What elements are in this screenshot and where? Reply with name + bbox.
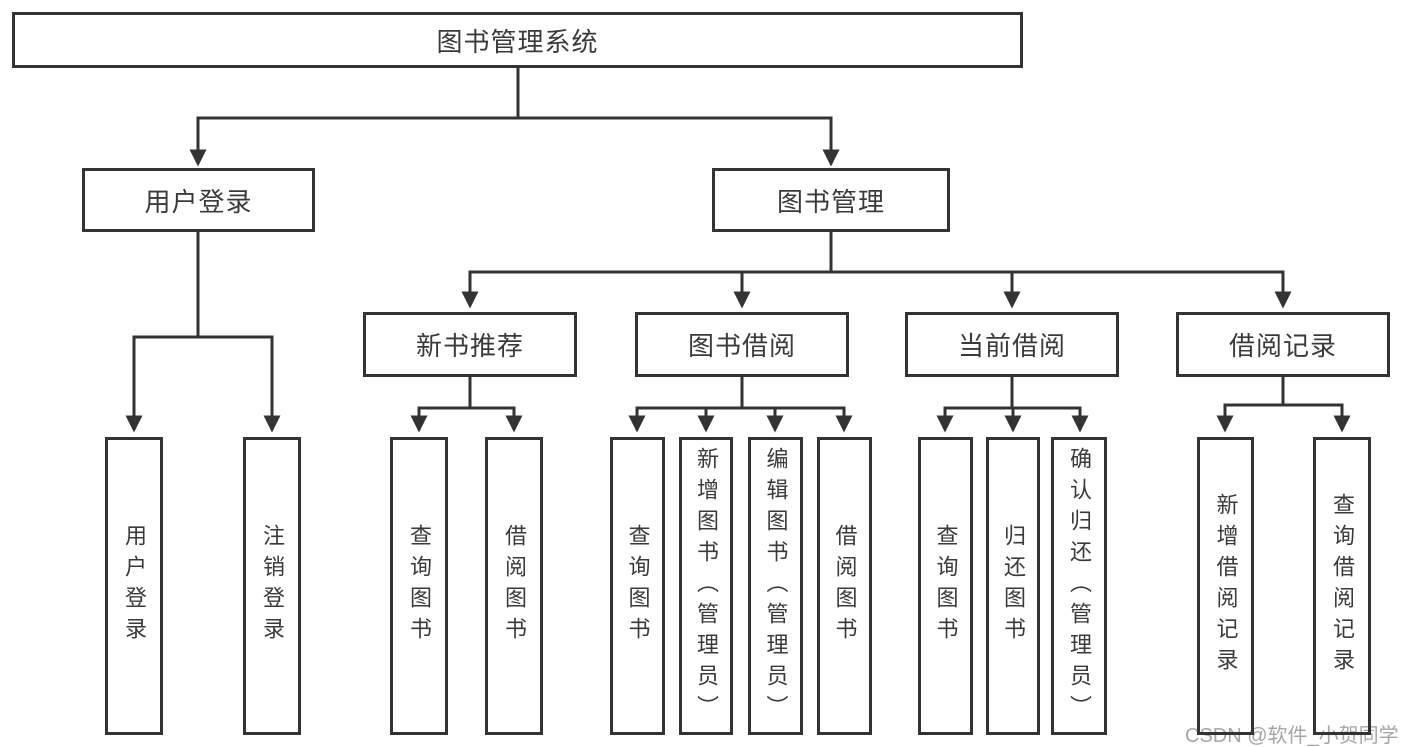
- leaf-borrow-edit-book-admin: 编辑图书（管理员）: [748, 437, 803, 735]
- leaf-borrow-borrow-book: 借阅图书: [817, 437, 872, 735]
- leaf-records-add-record: 新增借阅记录: [1197, 437, 1254, 735]
- leaf-recommend-query-book: 查询图书: [390, 437, 448, 735]
- csdn-watermark: CSDN @软件_小贺同学: [1185, 725, 1399, 747]
- leaf-current-query-book: 查询图书: [918, 437, 973, 735]
- leaf-borrow-query-book: 查询图书: [610, 437, 665, 735]
- node-new-book-recommend: 新书推荐: [363, 312, 577, 377]
- leaf-records-query-record: 查询借阅记录: [1313, 437, 1371, 735]
- leaf-user-login: 用户登录: [105, 437, 163, 735]
- node-borrow-records: 借阅记录: [1176, 312, 1390, 377]
- node-current-borrow: 当前借阅: [905, 312, 1119, 377]
- leaf-borrow-add-book-admin: 新增图书（管理员）: [679, 437, 733, 735]
- node-root-library-system: 图书管理系统: [12, 12, 1023, 68]
- node-book-borrow: 图书借阅: [635, 312, 849, 377]
- node-book-management: 图书管理: [712, 168, 950, 232]
- leaf-recommend-borrow-book: 借阅图书: [485, 437, 543, 735]
- leaf-logout: 注销登录: [243, 437, 301, 735]
- leaf-current-return-book: 归还图书: [986, 437, 1040, 735]
- leaf-current-confirm-return-admin: 确认归还（管理员）: [1051, 437, 1107, 735]
- node-user-login: 用户登录: [82, 168, 315, 232]
